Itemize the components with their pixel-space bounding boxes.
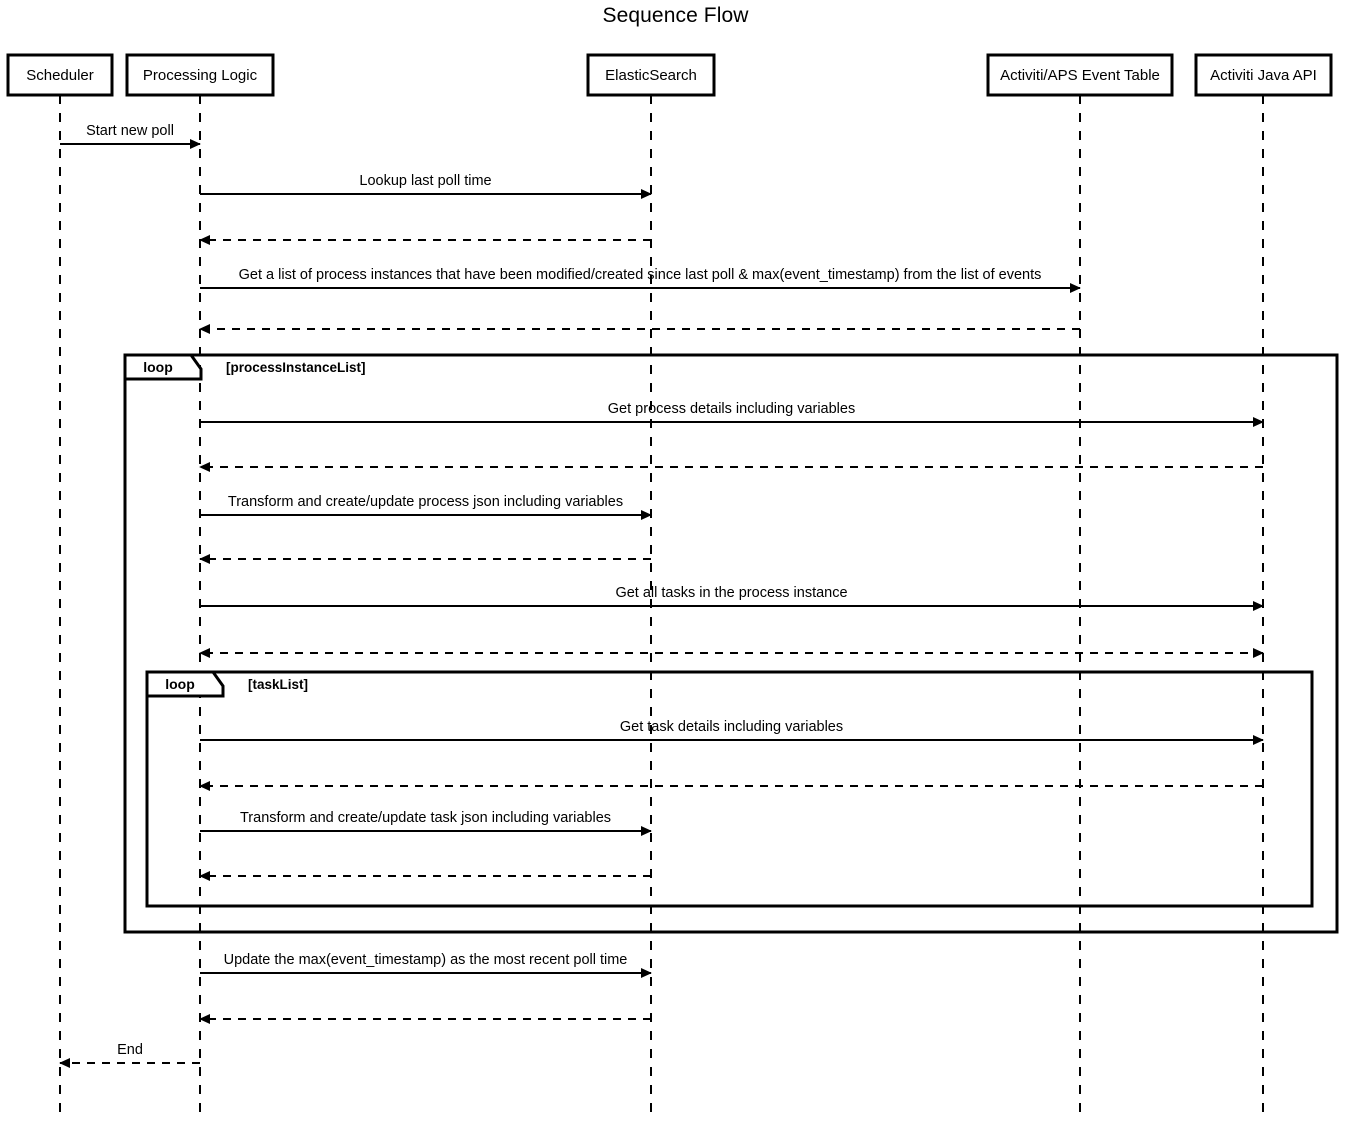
message-m18[interactable]: End (59, 1042, 200, 1069)
message-label: Start new poll (86, 123, 174, 139)
fragment-kind-label: loop (165, 676, 195, 692)
message-label: Get process details including variables (608, 401, 855, 417)
participant-box (986, 53, 1174, 97)
message-m02[interactable]: Lookup last poll time (200, 173, 652, 200)
message-label: Transform and create/update task json in… (240, 810, 611, 826)
message-m01[interactable]: Start new poll (60, 123, 201, 150)
message-m08[interactable]: Transform and create/update process json… (200, 494, 652, 521)
message-label: Get task details including variables (620, 719, 843, 735)
participant-scheduler[interactable]: Scheduler (6, 53, 114, 97)
fragment-guard-label: [taskList] (248, 677, 308, 692)
fragment-loop-process: loop [processInstanceList] (123, 353, 1339, 934)
fragment-loop-task: loop [taskList] (145, 670, 1314, 908)
participant-box (1194, 53, 1333, 97)
message-label: Transform and create/update process json… (228, 494, 623, 510)
message-m06[interactable]: Get process details including variables (200, 401, 1264, 428)
message-m04[interactable]: Get a list of process instances that hav… (200, 267, 1081, 294)
fragment-guard-label: [processInstanceList] (226, 360, 366, 375)
fragment-tab (123, 353, 203, 381)
participants-layer: Scheduler Processing Logic ElasticSearch Ac… (6, 53, 1333, 97)
fragments-layer: loop [processInstanceList] loop [taskList] (123, 353, 1339, 934)
fragment-border (145, 670, 1314, 908)
participant-eventtable[interactable]: Activiti/APS Event Table (986, 53, 1174, 97)
participant-label: Processing Logic (143, 67, 258, 84)
message-label: Get a list of process instances that hav… (239, 267, 1042, 283)
message-m16[interactable]: Update the max(event_timestamp) as the m… (200, 952, 652, 979)
participant-box (586, 53, 716, 97)
message-m10[interactable]: Get all tasks in the process instance (200, 585, 1264, 612)
participant-processing[interactable]: Processing Logic (125, 53, 275, 97)
fragment-border (123, 353, 1339, 934)
participant-box (6, 53, 114, 97)
fragment-tab (145, 670, 225, 698)
message-label: End (117, 1042, 143, 1058)
message-m12[interactable]: Get task details including variables (200, 719, 1264, 746)
diagram-title: Sequence Flow (602, 4, 749, 27)
participant-javaapi[interactable]: Activiti Java API (1194, 53, 1333, 97)
message-m14[interactable]: Transform and create/update task json in… (200, 810, 652, 837)
participant-label: Scheduler (26, 67, 94, 84)
message-label: Lookup last poll time (359, 173, 491, 189)
participant-elastic[interactable]: ElasticSearch (586, 53, 716, 97)
participant-label: ElasticSearch (605, 67, 697, 84)
fragment-kind-label: loop (143, 359, 173, 375)
participant-label: Activiti/APS Event Table (1000, 67, 1160, 84)
message-label: Update the max(event_timestamp) as the m… (224, 952, 628, 968)
participant-label: Activiti Java API (1210, 67, 1317, 84)
message-label: Get all tasks in the process instance (615, 585, 847, 601)
participant-box (125, 53, 275, 97)
